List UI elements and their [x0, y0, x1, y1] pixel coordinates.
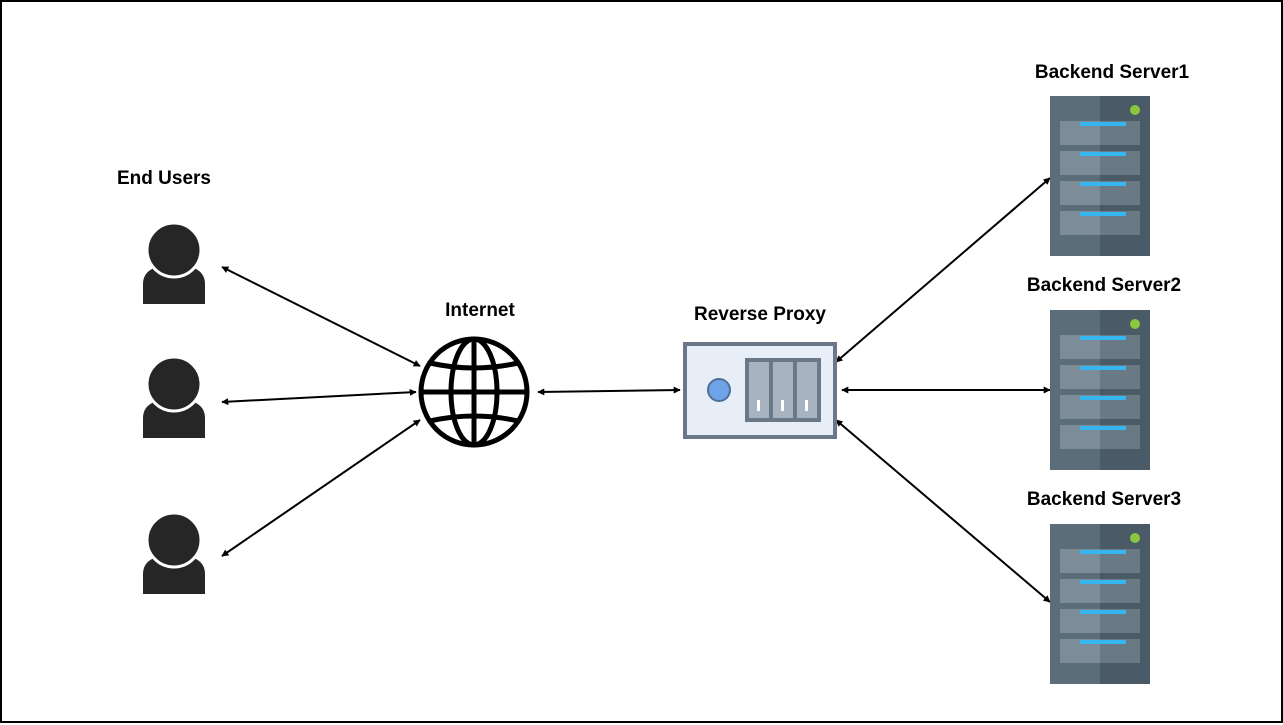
connectors	[221, 177, 1051, 603]
edge-internet-proxy	[537, 386, 681, 396]
server-rack-icon	[1050, 310, 1150, 470]
internet-label: Internet	[445, 300, 515, 321]
edge-proxy-server-1	[835, 177, 1051, 363]
server-rack-icon	[1050, 524, 1150, 684]
reverse-proxy-label: Reverse Proxy	[694, 304, 826, 325]
edge-user-1-internet	[221, 266, 421, 367]
edge-user-3-internet	[221, 419, 421, 557]
backend-server-2-label: Backend Server2	[1027, 275, 1181, 296]
backend-server-3-label: Backend Server3	[1027, 489, 1181, 510]
user-icon	[143, 355, 205, 438]
server-rack-icon	[1050, 96, 1150, 256]
user-icon	[143, 511, 205, 594]
user-icon	[143, 221, 205, 304]
edge-proxy-server-3	[835, 419, 1051, 603]
edge-user-2-internet	[221, 388, 417, 406]
end-users-label: End Users	[117, 168, 211, 189]
proxy-appliance-icon	[683, 342, 837, 439]
backend-server-1-label: Backend Server1	[1035, 62, 1190, 83]
globe-icon	[418, 336, 530, 448]
